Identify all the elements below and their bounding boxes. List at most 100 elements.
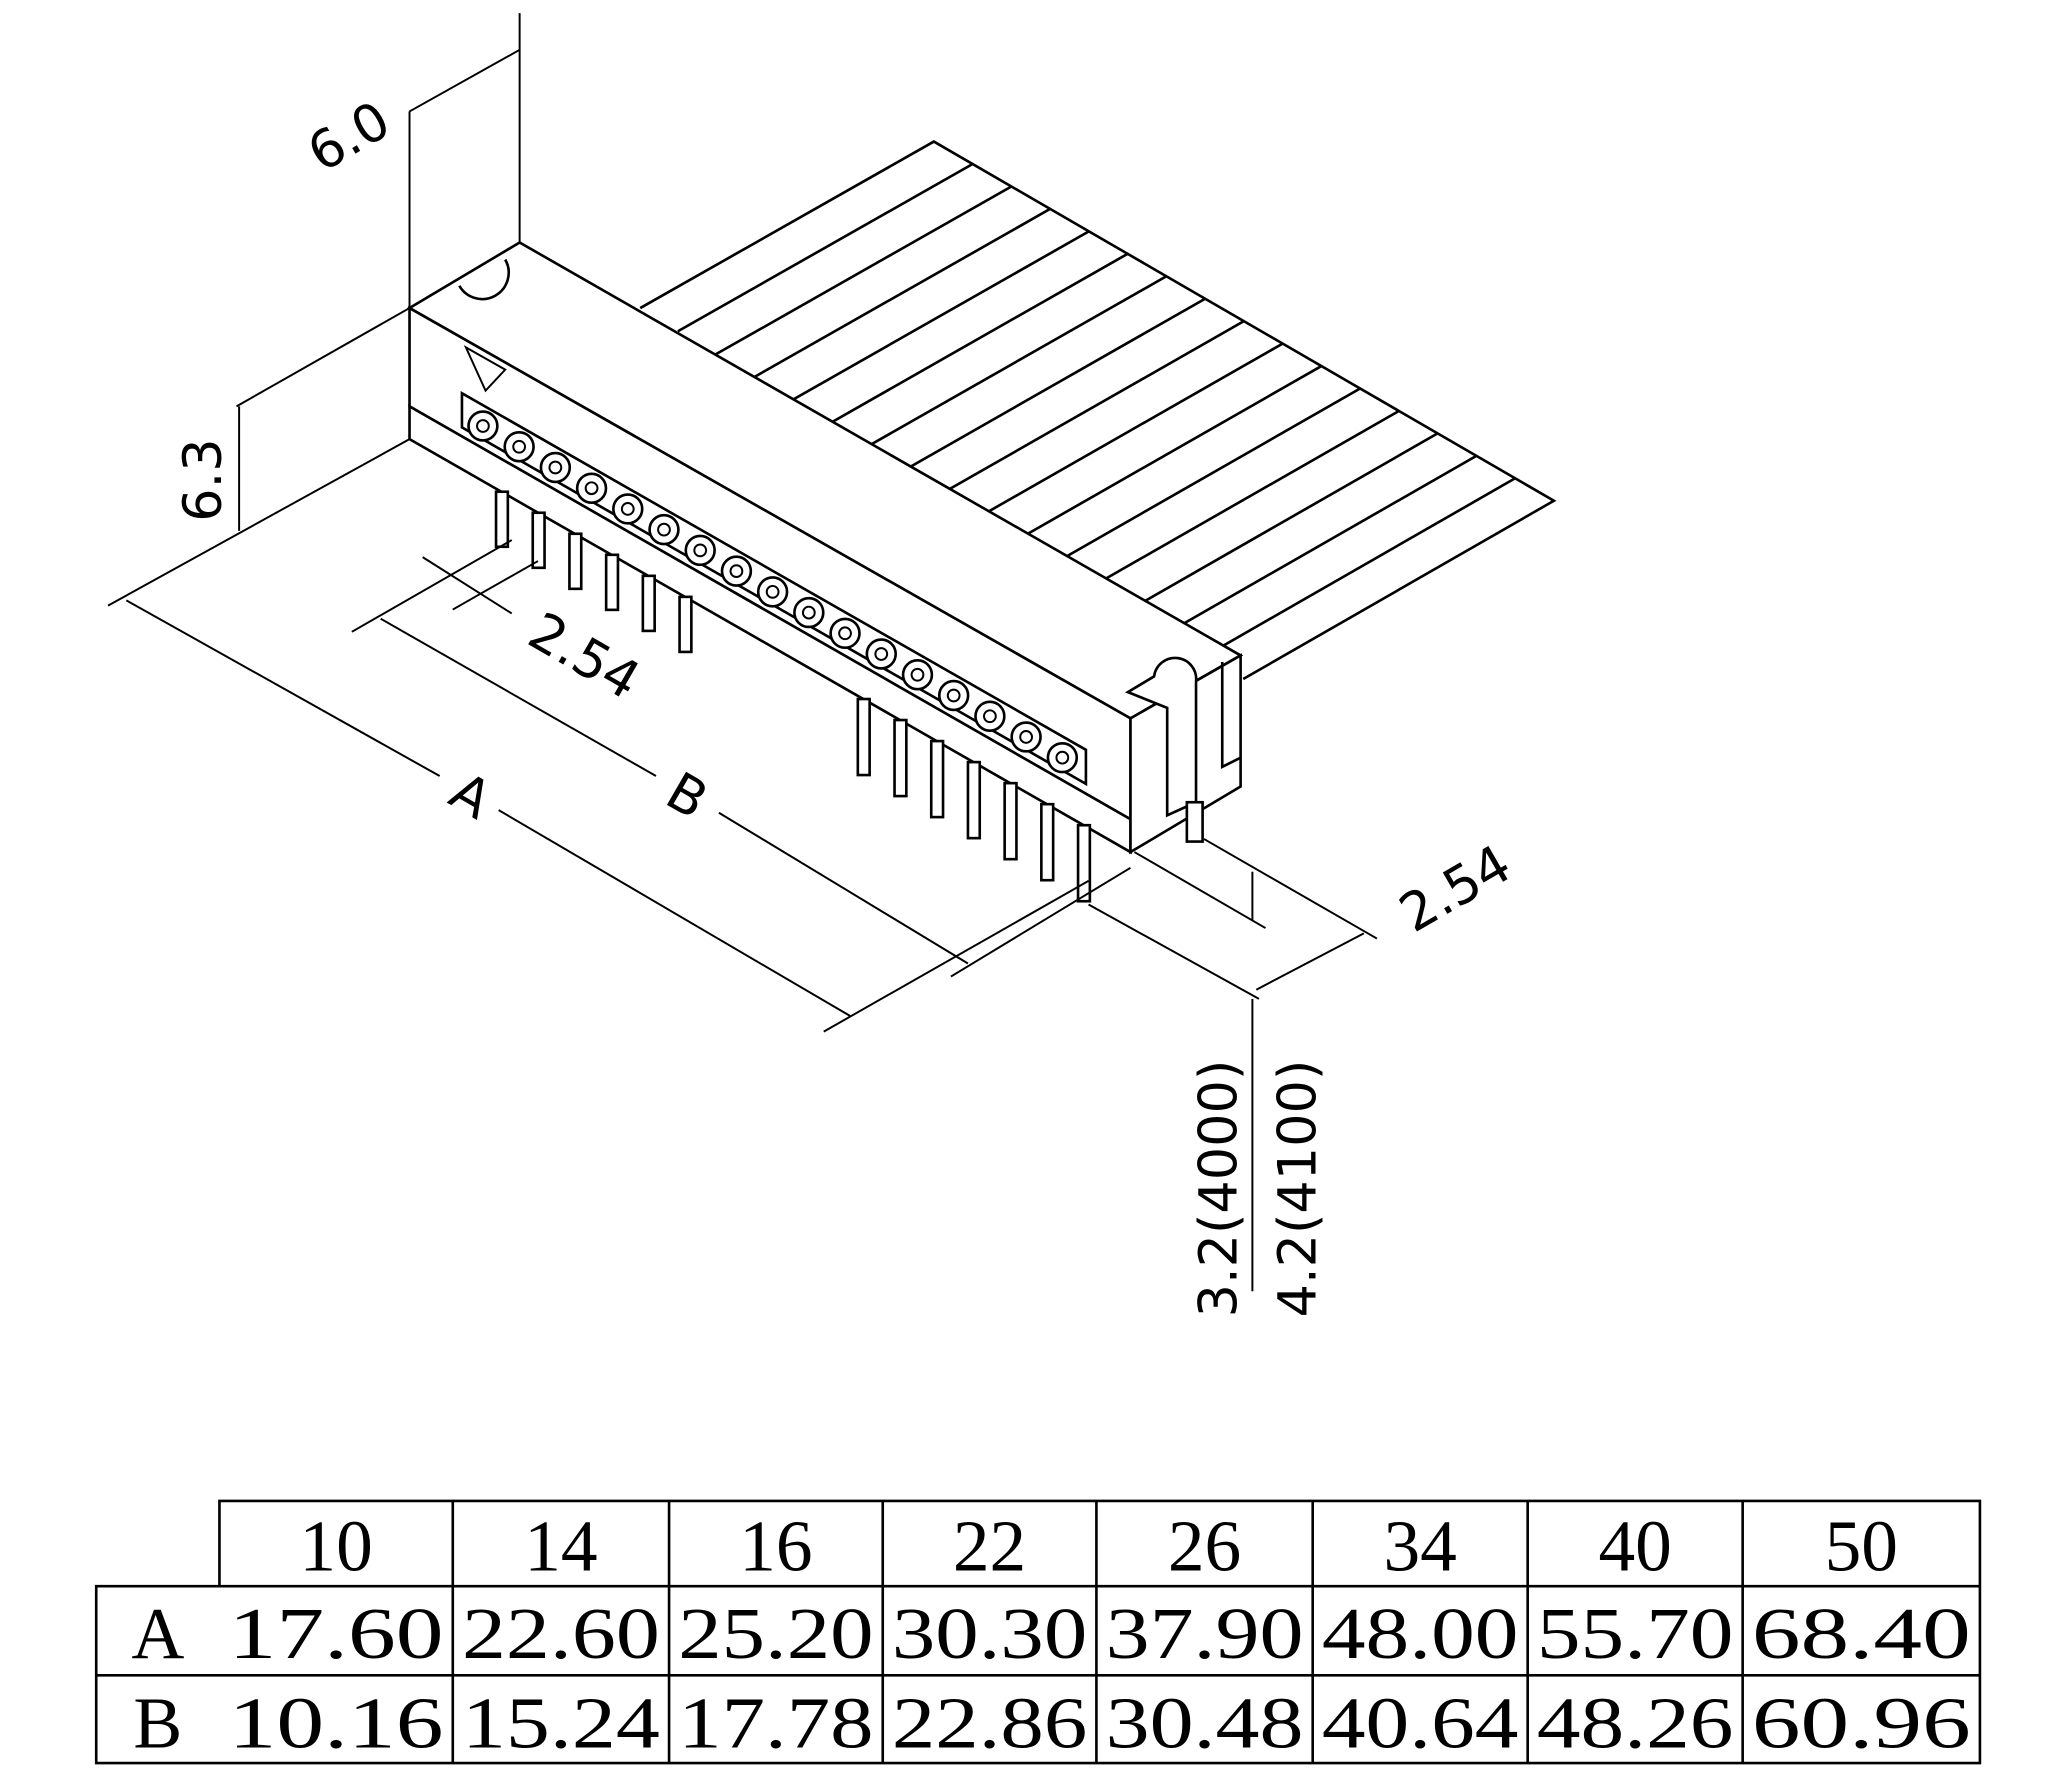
pin: [929, 739, 945, 819]
pin-hole: [503, 431, 535, 463]
table-cell: 25.20: [678, 1593, 873, 1674]
pin-hole-inner: [765, 584, 780, 599]
pin-hole: [974, 700, 1006, 732]
pin-hole-inner: [838, 626, 852, 641]
pin-hole-inner: [693, 543, 708, 558]
table-header-cell: 16: [739, 1505, 812, 1586]
pin-holes: [467, 410, 1079, 774]
dim-pitch-side: 2.54: [1390, 833, 1522, 944]
table-cell: 10.16: [229, 1682, 444, 1763]
ribbon-wire: [941, 320, 1245, 495]
pin: [1040, 802, 1055, 882]
dim-pin-length-4100: 4.2(4100): [1267, 1060, 1328, 1318]
table-cell: 15.24: [462, 1682, 660, 1763]
table-cell: 55.70: [1537, 1593, 1734, 1674]
pin-hole-inner: [476, 419, 490, 433]
pin: [678, 595, 693, 654]
ribbon-wire: [1016, 364, 1323, 542]
pin: [893, 718, 908, 798]
ribbon-wire: [903, 297, 1206, 472]
table-cell: 17.78: [678, 1682, 873, 1763]
pin-hole: [720, 555, 753, 587]
pin: [856, 697, 871, 777]
ribbon-wire: [978, 342, 1284, 518]
table-cell: 22.86: [892, 1682, 1087, 1763]
pin-hole: [575, 472, 608, 504]
dimension-labels: 6.0 6.3 2.54 A B 2.54 3.2(4000) 4.2(4100…: [173, 90, 1521, 1318]
pin-hole: [1010, 721, 1042, 753]
table-cell: 48.00: [1322, 1593, 1519, 1674]
pins: [494, 490, 1092, 903]
pin: [494, 490, 510, 549]
pin-hole: [1046, 741, 1079, 774]
ribbon-wire: [1129, 432, 1439, 611]
table-cell: 37.90: [1106, 1593, 1304, 1674]
pin-hole: [467, 410, 499, 442]
dim-pin-length-4000: 3.2(4000): [1189, 1060, 1250, 1318]
pin-hole-inner: [512, 439, 527, 454]
pin-hole: [829, 617, 861, 650]
pin-hole-inner: [801, 605, 816, 620]
pin-hole: [756, 576, 789, 608]
pin-hole-inner: [983, 709, 997, 724]
pin: [568, 532, 583, 591]
table-header-cell: 34: [1383, 1505, 1456, 1586]
table-cell: 22.60: [462, 1593, 660, 1674]
pin-hole-inner: [657, 522, 671, 537]
table-cell: 30.30: [892, 1593, 1087, 1674]
table-header-cell: 26: [1168, 1505, 1241, 1586]
pin-hole: [901, 659, 934, 691]
table-row-label: A: [131, 1593, 184, 1674]
table-cell: 30.48: [1106, 1682, 1304, 1763]
table-header-cell: 22: [953, 1505, 1026, 1586]
ribbon-wire: [752, 207, 1051, 379]
pin1-marker-triangle: [463, 345, 507, 393]
pin: [1003, 781, 1018, 861]
table-header-cell: 40: [1598, 1505, 1671, 1586]
pin: [604, 553, 620, 612]
pin: [641, 574, 656, 633]
table-cell: 60.96: [1752, 1682, 1971, 1763]
pin: [531, 511, 546, 570]
connector-housing: [406, 240, 1244, 903]
table-header-cell: 10: [299, 1505, 372, 1586]
pin-hole: [648, 513, 680, 546]
dim-height: 6.3: [173, 438, 234, 521]
pin-hole: [865, 638, 897, 670]
pin-hole-inner: [910, 667, 925, 682]
dim-top-depth: 6.0: [298, 90, 401, 185]
dimension-lines: [107, 13, 1378, 1292]
table-cell: 68.40: [1752, 1593, 1971, 1674]
dim-length-a: A: [440, 761, 502, 832]
dim-length-b: B: [656, 761, 718, 832]
table-cell: 40.64: [1322, 1682, 1519, 1763]
table-cell: 48.26: [1537, 1682, 1734, 1763]
table-cell: 17.60: [229, 1593, 444, 1674]
table-header-cell: 50: [1825, 1505, 1898, 1586]
ribbon-wire: [677, 162, 974, 333]
table-row-label: B: [133, 1682, 182, 1763]
pin-hole: [684, 534, 716, 567]
pin-hole-inner: [584, 481, 599, 496]
pin-hole-inner: [620, 502, 635, 516]
pin: [1076, 823, 1092, 903]
pin: [966, 760, 982, 840]
ribbon-wire: [1167, 454, 1478, 634]
ribbon-wire: [1091, 409, 1400, 588]
pin-hole-inner: [946, 688, 961, 703]
dim-pitch-front: 2.54: [518, 601, 650, 712]
pin-hole-inner: [1019, 730, 1033, 744]
ribbon-wire: [1204, 477, 1516, 657]
pin-hole-inner: [729, 564, 744, 579]
ribbon-wire: [714, 185, 1013, 356]
pin-hole: [612, 493, 644, 525]
pin-hole: [539, 451, 572, 484]
ribbon-wire: [1054, 387, 1361, 565]
ribbon-wire: [790, 230, 1090, 402]
ribbon-cable: [639, 140, 1557, 681]
ribbon-wire: [828, 252, 1129, 426]
pin-hole: [937, 679, 970, 712]
pin-hole-inner: [548, 460, 563, 475]
